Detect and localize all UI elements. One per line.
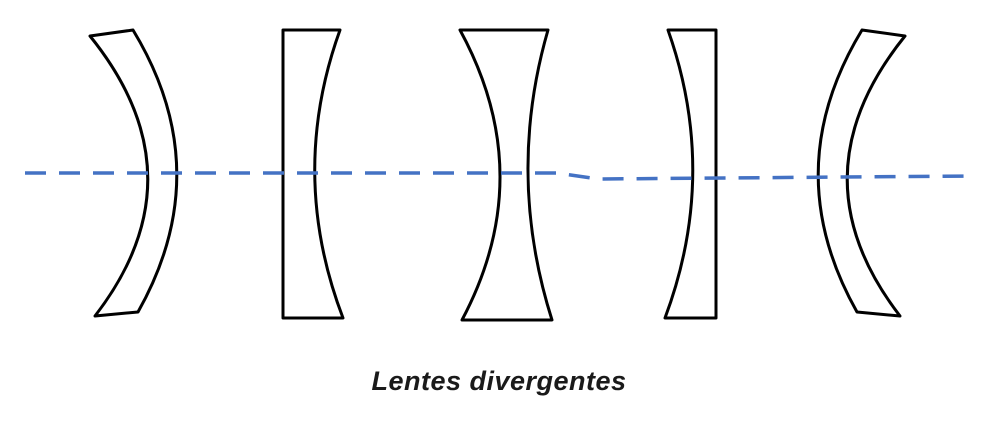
lens-meniscus-concave-left-icon <box>88 28 179 318</box>
lens-concave-plano-icon <box>663 28 718 320</box>
figure-caption: Lentes divergentes <box>371 366 627 396</box>
lens-biconcave-icon <box>458 28 554 322</box>
optical-axis-line <box>25 171 974 181</box>
lens-meniscus-concave-right-icon <box>816 28 907 318</box>
